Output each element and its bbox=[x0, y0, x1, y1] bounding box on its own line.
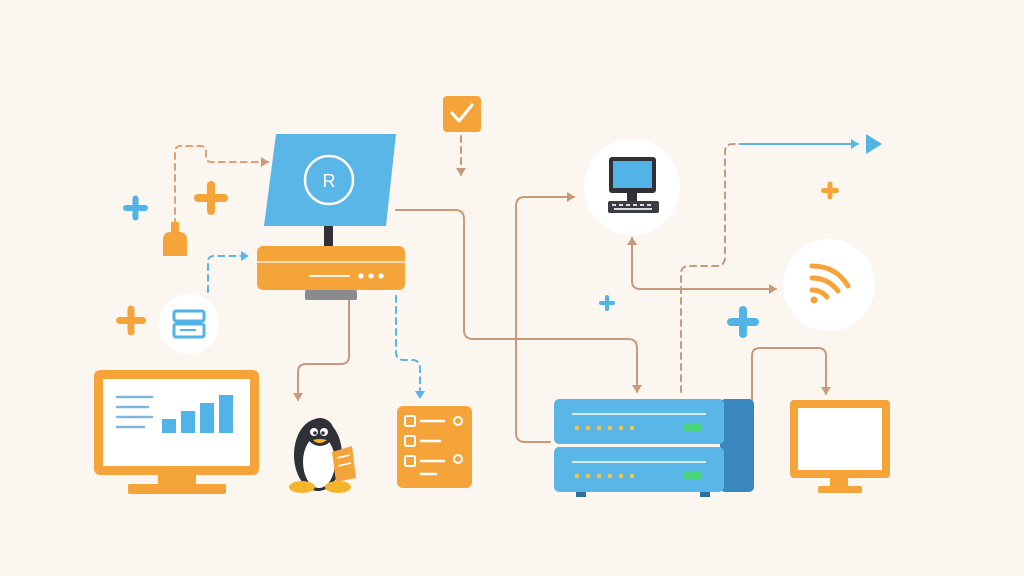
plus-icon bbox=[599, 295, 615, 311]
storage-icon[interactable] bbox=[159, 294, 219, 354]
laptop-icon[interactable]: R bbox=[264, 134, 396, 246]
plug-icon[interactable] bbox=[163, 222, 187, 256]
penguin-icon[interactable] bbox=[289, 418, 356, 493]
connector-desktop-to-wifi bbox=[631, 237, 777, 294]
server-rack-icon[interactable] bbox=[554, 399, 754, 497]
monitor-icon[interactable] bbox=[790, 400, 890, 493]
laptop-badge-text: R bbox=[323, 171, 336, 191]
checklist-icon[interactable] bbox=[397, 406, 472, 488]
connector-server-to-topright bbox=[680, 143, 859, 393]
connector-laptop-to-server bbox=[395, 209, 642, 393]
desktop-computer-icon[interactable] bbox=[584, 139, 680, 235]
plus-icon bbox=[123, 195, 148, 221]
router-icon[interactable] bbox=[257, 246, 405, 300]
connector-storage-to-router bbox=[207, 251, 249, 293]
plus-icon bbox=[727, 306, 759, 338]
connector-router-to-penguin bbox=[293, 299, 350, 401]
plus-icon bbox=[821, 181, 839, 200]
checkbox-icon[interactable] bbox=[443, 96, 481, 132]
analytics-monitor-icon[interactable] bbox=[94, 370, 259, 494]
plus-icon bbox=[194, 181, 228, 215]
connectors bbox=[174, 135, 859, 443]
forward-arrow-icon bbox=[866, 134, 882, 154]
wifi-icon[interactable] bbox=[783, 239, 875, 331]
plus-icon bbox=[116, 305, 146, 336]
connector-server-to-monitor bbox=[751, 347, 831, 401]
connector-plug-to-laptop bbox=[174, 145, 269, 226]
connector-router-to-checklist bbox=[395, 295, 425, 399]
connector-server-to-desktop bbox=[515, 192, 575, 443]
